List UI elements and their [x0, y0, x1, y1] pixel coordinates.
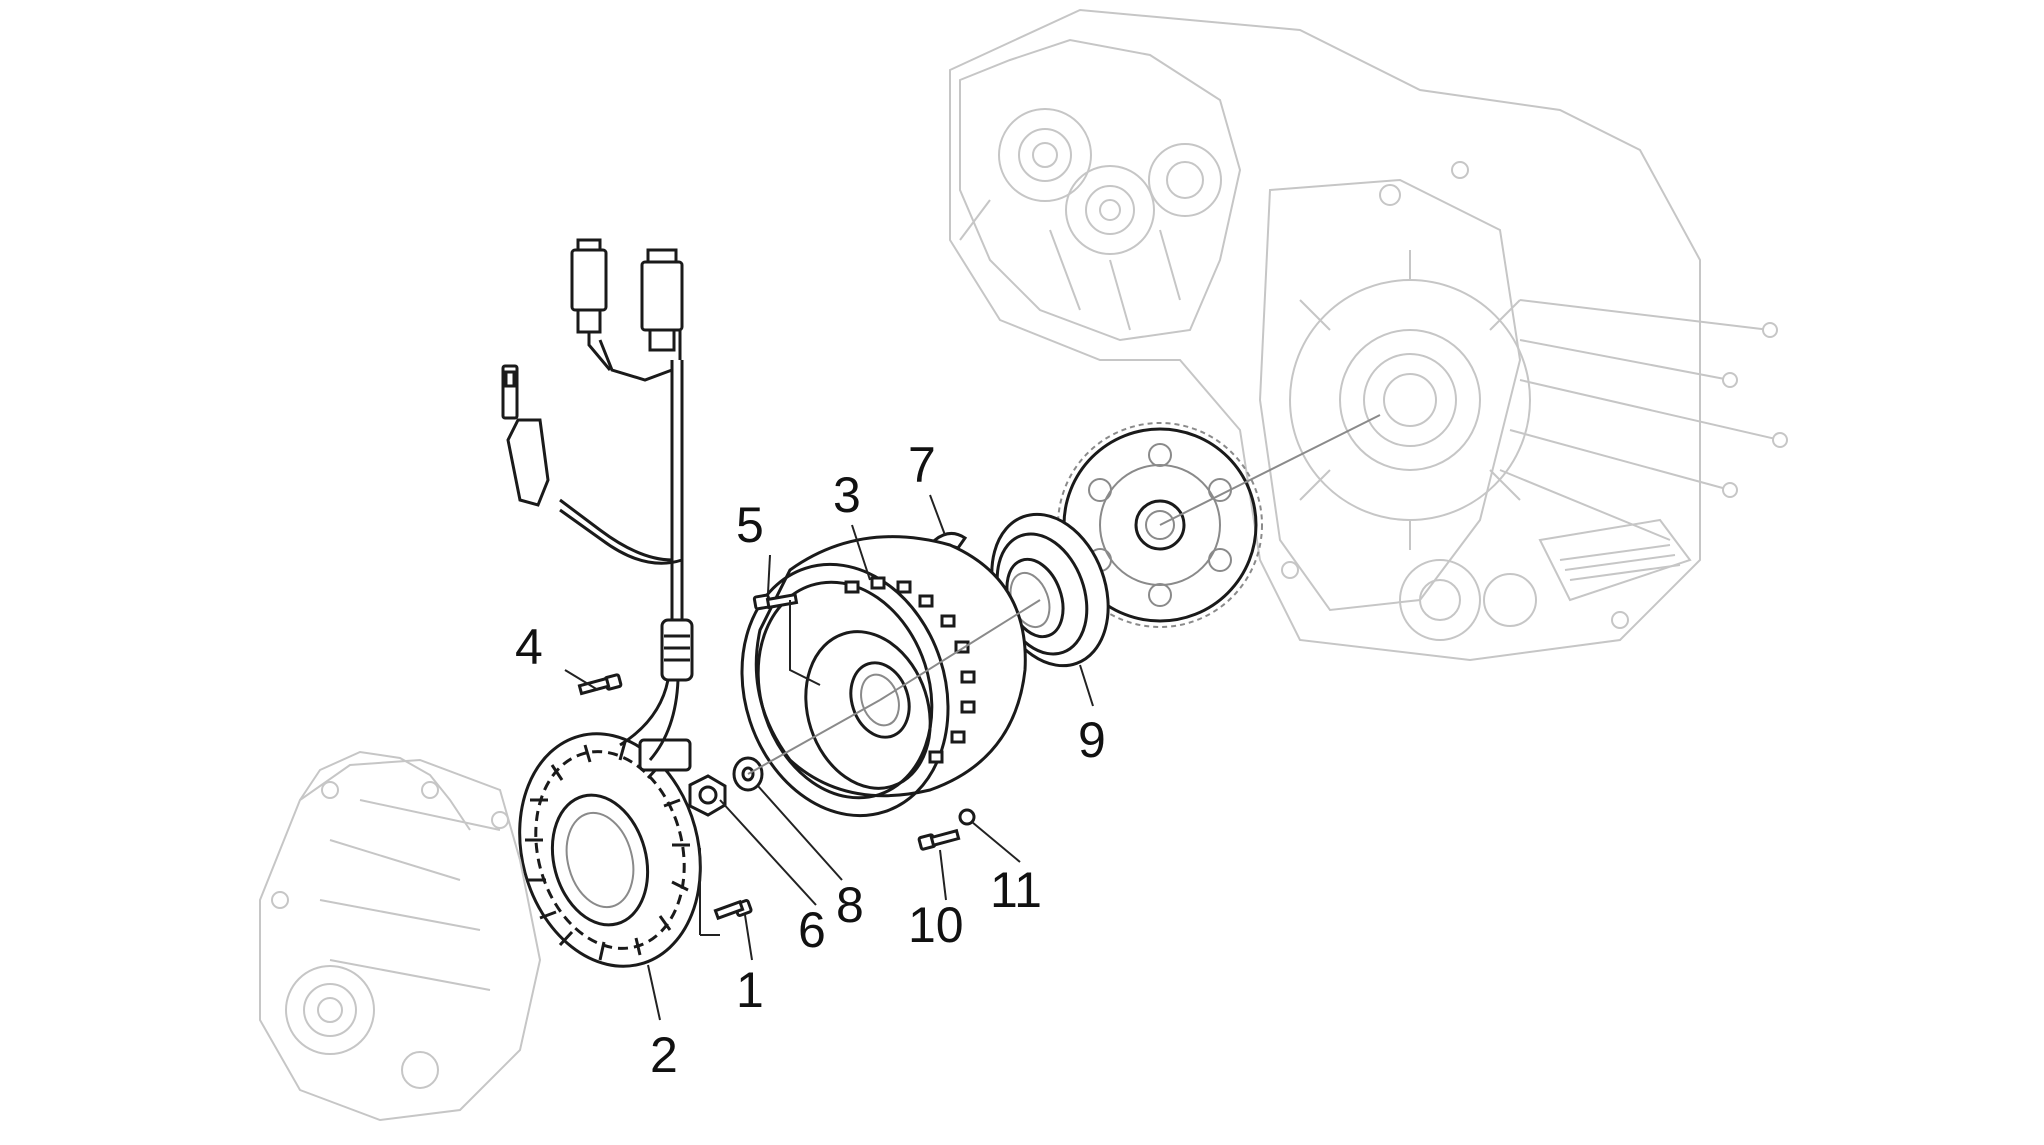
callout-3: 3: [833, 467, 861, 523]
stator-coil: [518, 732, 720, 968]
callout-9: 9: [1078, 712, 1106, 768]
bolt-4: [577, 673, 623, 696]
callout-6: 6: [798, 902, 826, 958]
flywheel-rotor: [740, 535, 1041, 818]
left-cover-background: [259, 750, 542, 1122]
callout-2: 2: [650, 1027, 678, 1083]
callout-5: 5: [736, 497, 764, 553]
callout-11: 11: [990, 862, 1042, 918]
callout-4: 4: [515, 619, 543, 675]
callout-10: 10: [908, 897, 964, 953]
bolt-1: [713, 899, 753, 921]
washer-11: [958, 808, 976, 826]
leader-lines: [564, 494, 1094, 1021]
callout-8: 8: [836, 877, 864, 933]
crankcase-background: [949, 8, 1788, 662]
bolt-5: [752, 592, 821, 686]
wiring-harness: [501, 238, 694, 761]
bolt-10: [917, 828, 961, 851]
nut-6: [688, 774, 727, 817]
callout-7: 7: [908, 437, 936, 493]
washer-8: [732, 699, 881, 792]
callout-1: 1: [736, 962, 764, 1018]
